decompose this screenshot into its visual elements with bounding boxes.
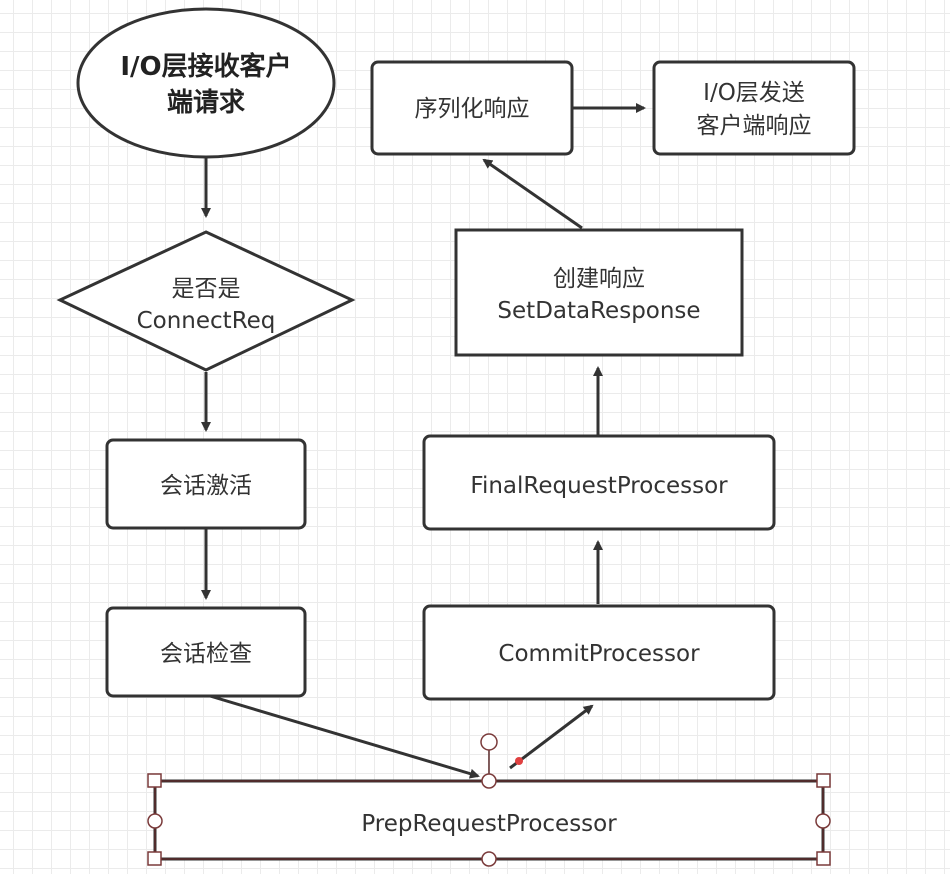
node-final-processor-label: FinalRequestProcessor	[470, 473, 728, 499]
node-commit-processor[interactable]: CommitProcessor	[422, 604, 776, 701]
node-final-processor[interactable]: FinalRequestProcessor	[422, 434, 776, 531]
connection-anchor-dot[interactable]	[515, 757, 523, 765]
node-io-send[interactable]: I/O层发送 客户端响应	[652, 60, 856, 156]
node-prep-processor-label: PrepRequestProcessor	[361, 811, 617, 837]
resize-handle-top-left[interactable]	[147, 773, 162, 788]
resize-handle-right[interactable]	[815, 813, 831, 829]
node-is-connectreq-label-line-2: ConnectReq	[137, 308, 276, 334]
node-serialize-response-label: 序列化响应	[415, 96, 530, 122]
node-session-activate[interactable]: 会话激活	[105, 438, 307, 530]
resize-handle-bottom[interactable]	[481, 851, 497, 867]
node-io-receive-label-line-1: I/O层接收客户	[120, 51, 291, 82]
node-session-check[interactable]: 会话检查	[105, 606, 307, 698]
resize-handle-bottom-right[interactable]	[816, 851, 831, 866]
node-create-response-label-line-1: 创建响应	[553, 266, 645, 292]
edge-create-to-serialize[interactable]	[482, 158, 583, 230]
edges	[201, 103, 646, 779]
resize-handle-bottom-left[interactable]	[147, 851, 162, 866]
node-session-check-label: 会话检查	[160, 641, 252, 667]
node-commit-processor-label: CommitProcessor	[498, 641, 700, 667]
node-io-send-label-line-2: 客户端响应	[697, 113, 812, 139]
node-session-activate-label: 会话激活	[160, 473, 252, 499]
resize-handle-top-right[interactable]	[816, 773, 831, 788]
node-io-send-label-line-1: I/O层发送	[703, 80, 805, 106]
node-io-receive[interactable]: I/O层接收客户 端请求	[76, 7, 336, 159]
node-serialize-response[interactable]: 序列化响应	[370, 60, 574, 156]
node-is-connectreq[interactable]: 是否是 ConnectReq	[56, 230, 356, 372]
node-io-receive-label-line-2: 端请求	[167, 88, 245, 118]
node-create-response[interactable]: 创建响应 SetDataResponse	[454, 228, 744, 357]
edge-prep-to-commit[interactable]	[509, 704, 594, 770]
edge-check-to-prep[interactable]	[209, 694, 480, 779]
resize-handle-top[interactable]	[481, 773, 497, 789]
selection-overlay	[147, 733, 831, 867]
node-create-response-label-line-2: SetDataResponse	[497, 298, 700, 324]
rotate-handle[interactable]	[480, 733, 498, 751]
resize-handle-left[interactable]	[147, 813, 163, 829]
node-is-connectreq-label-line-1: 是否是	[172, 276, 241, 302]
node-prep-processor[interactable]: PrepRequestProcessor	[153, 779, 825, 861]
